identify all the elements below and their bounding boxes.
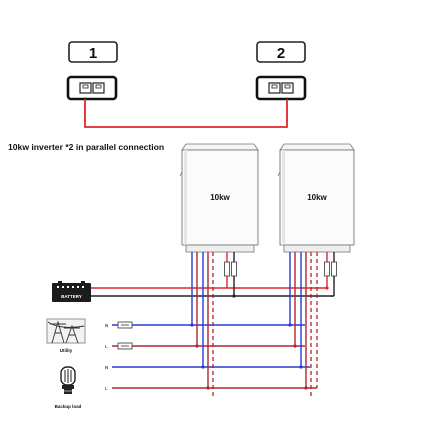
fuse-icon [224,261,230,277]
battery-icon: BATTERY [52,281,91,302]
load-l-label: L [105,386,108,391]
unit-number-2: 2 [277,45,285,62]
inverter-2-label: 10kw [307,193,327,202]
unit-badge-2: 2 [256,41,306,63]
inverter-1: 10kw [179,143,259,253]
utility-l-label: L [105,344,108,349]
battery-label: BATTERY [61,294,82,299]
inverter-2: 10kw [277,143,355,253]
utility-label: Utility [60,348,73,353]
diagram-caption: 10kw inverter *2 in parallel connection [8,142,164,152]
load-n-label: N [105,365,108,370]
fuse-icon [231,261,237,277]
backup-load-label: Backup load [55,404,82,409]
inverter-1-label: 10kw [210,193,230,202]
unit-badge-1: 1 [68,41,118,63]
parallel-port-box-1 [66,75,118,101]
utility-n-label: N [105,323,108,328]
lightbulb-icon [60,366,76,394]
wiring [90,252,337,396]
fuse-icon [331,261,337,277]
fuse-icon [324,261,330,277]
parallel-cable [84,99,288,128]
parallel-port-box-2 [255,75,307,101]
unit-number-1: 1 [89,45,97,62]
utility-tower-icon [46,318,86,344]
